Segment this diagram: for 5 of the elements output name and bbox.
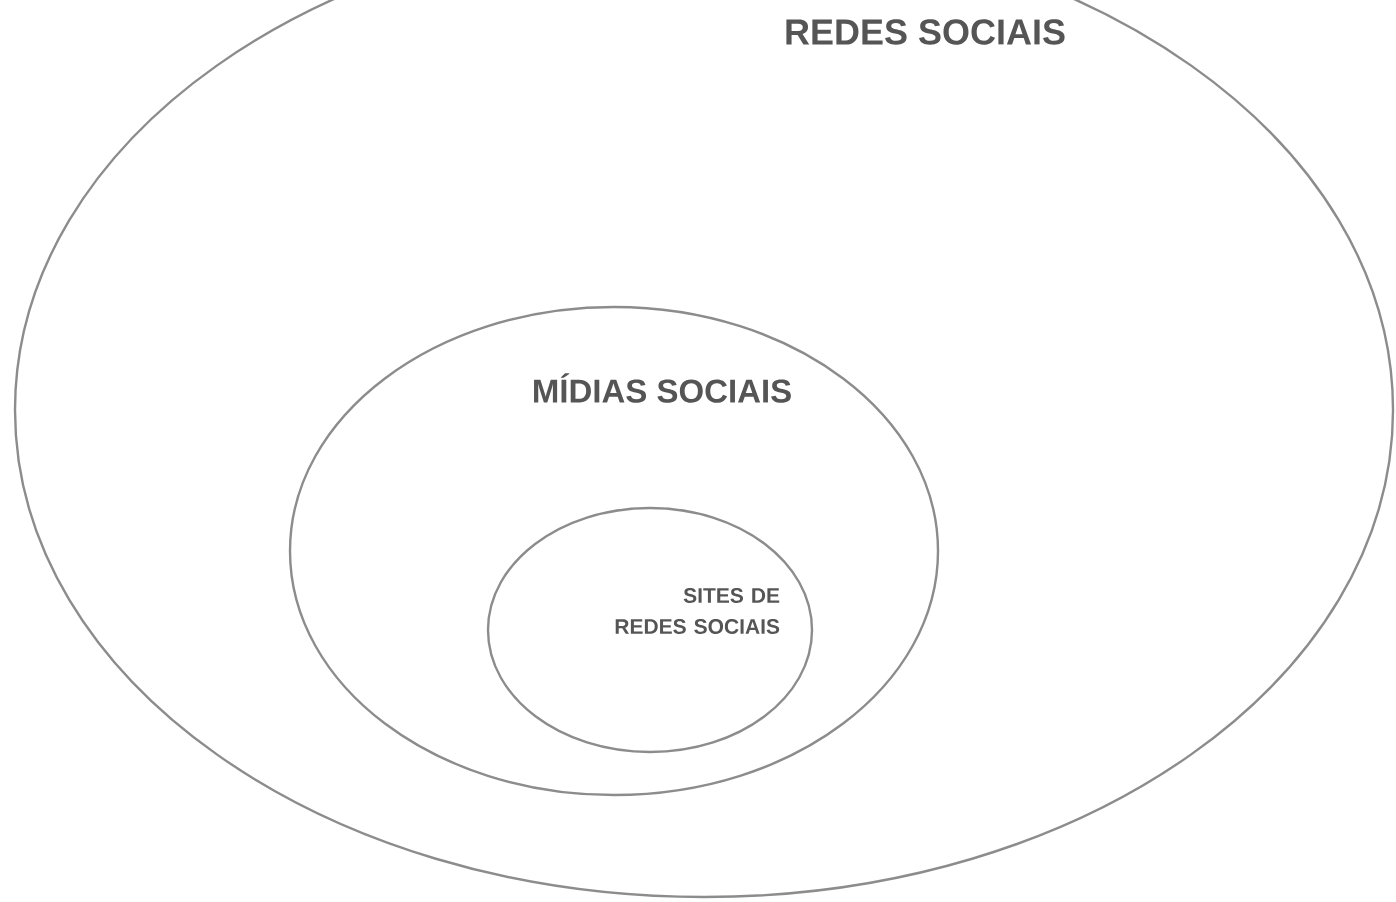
ellipse	[486, 506, 814, 754]
ellipse-label: MÍDIAS SOCIAIS	[534, 373, 791, 403]
ellipse-label: SITES DE REDES SOCIAIS	[615, 588, 780, 634]
ellipse	[288, 305, 940, 797]
ellipse-label: REDES SOCIAIS	[786, 19, 1065, 45]
